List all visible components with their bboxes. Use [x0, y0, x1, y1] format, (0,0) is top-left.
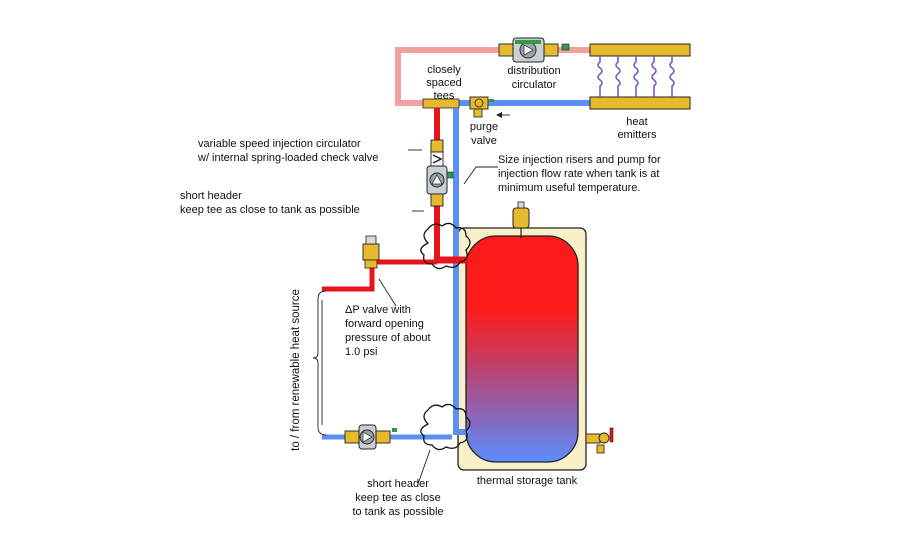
- thermal-storage-tank-label: thermal storage tank: [477, 475, 578, 487]
- heat-source-circulator-icon: [344, 424, 397, 450]
- circulator-pump-icon: [498, 37, 570, 63]
- cold-riser: [453, 108, 470, 435]
- leader-lines: [321, 112, 510, 485]
- header-cloud-bottom: [420, 403, 471, 451]
- closely-spaced-tees: [422, 98, 460, 109]
- header-cloud-top: [420, 222, 471, 270]
- purge-valve-icon: [469, 96, 494, 118]
- heat-source-label: to / from renewable heat source: [290, 289, 302, 451]
- drain-valve-icon: [585, 427, 614, 454]
- thermal-storage-tank: [457, 201, 614, 471]
- heat-source-hot-pipe: [322, 259, 437, 292]
- distribution-supply-pipe: [395, 47, 470, 106]
- manifold-icon: [589, 43, 691, 110]
- dp-valve-icon: [362, 235, 380, 269]
- air-vent-icon: [512, 201, 530, 238]
- source-bracket: [312, 290, 327, 436]
- injection-circulator-icon: [426, 139, 454, 207]
- tank-shell: [465, 235, 579, 463]
